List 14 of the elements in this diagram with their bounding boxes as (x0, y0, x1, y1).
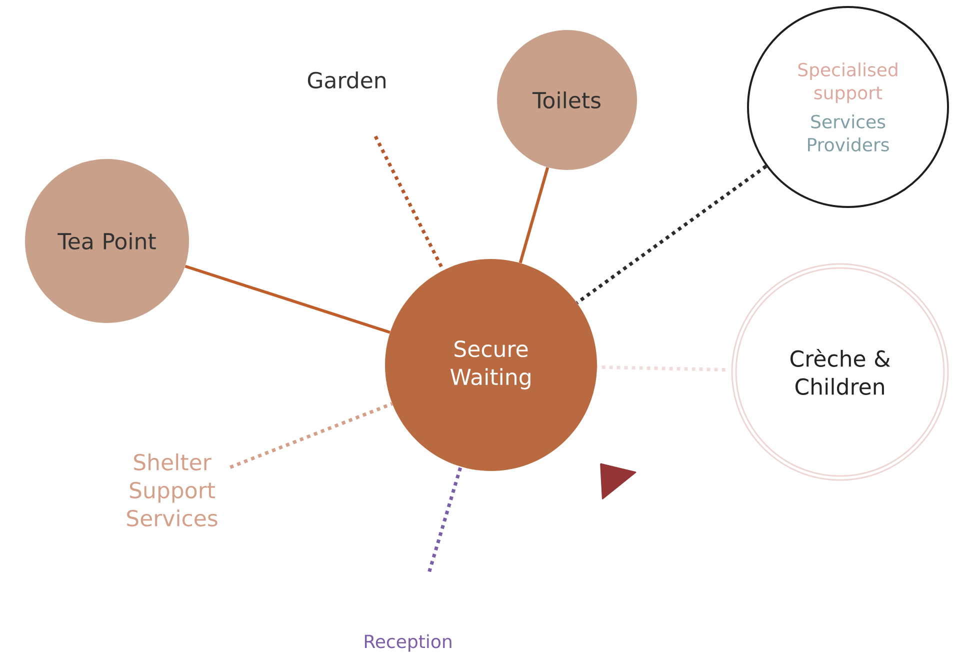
circle-node: Toilets (497, 30, 637, 170)
connector-line (428, 466, 462, 572)
connector-line (576, 164, 768, 304)
connector-line (230, 402, 393, 469)
text-label: Reception (364, 634, 452, 652)
connector-line (518, 167, 550, 264)
connector-line (597, 365, 726, 372)
text-label: Shelter Support Services (127, 453, 218, 527)
connector-line (184, 264, 390, 334)
circle-node: Secure Waiting (385, 259, 597, 471)
circle-node: Specialised support Services Providers (747, 6, 949, 208)
circle-node: Crèche & Children (731, 263, 949, 481)
circle-node: Tea Point (25, 159, 189, 323)
text-label: Garden (308, 71, 386, 88)
